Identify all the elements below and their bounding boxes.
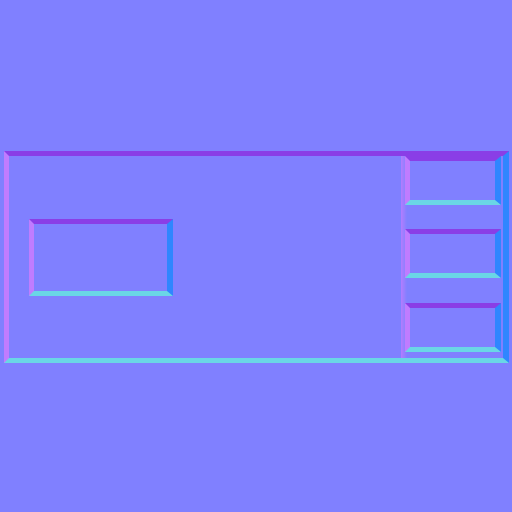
left-inset-rectangle: [29, 219, 173, 296]
panel-separator: [401, 156, 407, 358]
